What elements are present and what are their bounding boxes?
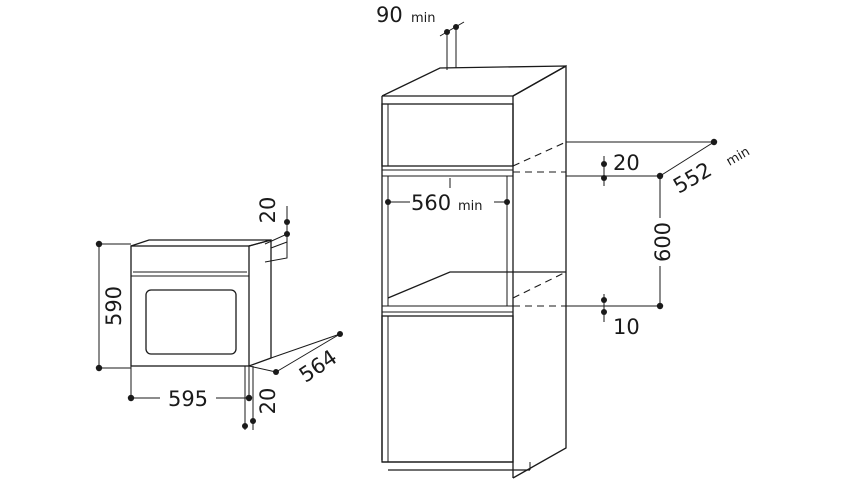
cabinet-lower-box bbox=[381, 315, 514, 463]
top-gap-unit: min bbox=[411, 11, 436, 26]
cabinet-drawing bbox=[381, 64, 567, 479]
oven-width-label: 595 bbox=[168, 387, 208, 411]
niche-height-dimension: 600 bbox=[566, 176, 675, 310]
oven-drawing bbox=[130, 233, 288, 367]
oven-window bbox=[145, 289, 237, 355]
niche-width-value: 560 bbox=[411, 191, 451, 215]
top-gap-value: 90 bbox=[376, 3, 403, 27]
cabinet-upper-box bbox=[381, 103, 514, 167]
oven-top-offset-label: 20 bbox=[256, 197, 280, 224]
niche-depth-dimension: 552 min bbox=[566, 138, 753, 199]
upper-clearance-dimension: 20 bbox=[601, 151, 640, 186]
oven-side bbox=[248, 239, 272, 367]
niche-height-value: 600 bbox=[651, 222, 675, 262]
oven-width-dimension: 595 bbox=[127, 366, 253, 411]
oven-depth-label: 564 bbox=[295, 345, 342, 387]
lower-clearance-dimension: 10 bbox=[601, 294, 640, 339]
oven-bottom-offset-label: 20 bbox=[256, 388, 280, 415]
oven-height-label: 590 bbox=[102, 286, 126, 326]
lower-clearance-value: 10 bbox=[613, 315, 640, 339]
niche-depth-unit: min bbox=[724, 144, 753, 169]
oven-front bbox=[130, 245, 250, 367]
oven-height-dimension: 590 bbox=[95, 240, 131, 372]
cabinet-top bbox=[381, 65, 567, 97]
niche-width-unit: min bbox=[458, 199, 483, 214]
top-gap-dimension: 90 min bbox=[376, 3, 465, 70]
oven-bottom-offset-dimension: 20 bbox=[242, 366, 280, 430]
niche-depth-value: 552 bbox=[669, 158, 716, 199]
oven-top-offset-dimension: 20 bbox=[256, 197, 290, 258]
upper-clearance-value: 20 bbox=[613, 151, 640, 175]
niche-width-dimension: 560 min bbox=[385, 178, 510, 215]
oven-depth-dimension: 564 bbox=[248, 331, 343, 387]
